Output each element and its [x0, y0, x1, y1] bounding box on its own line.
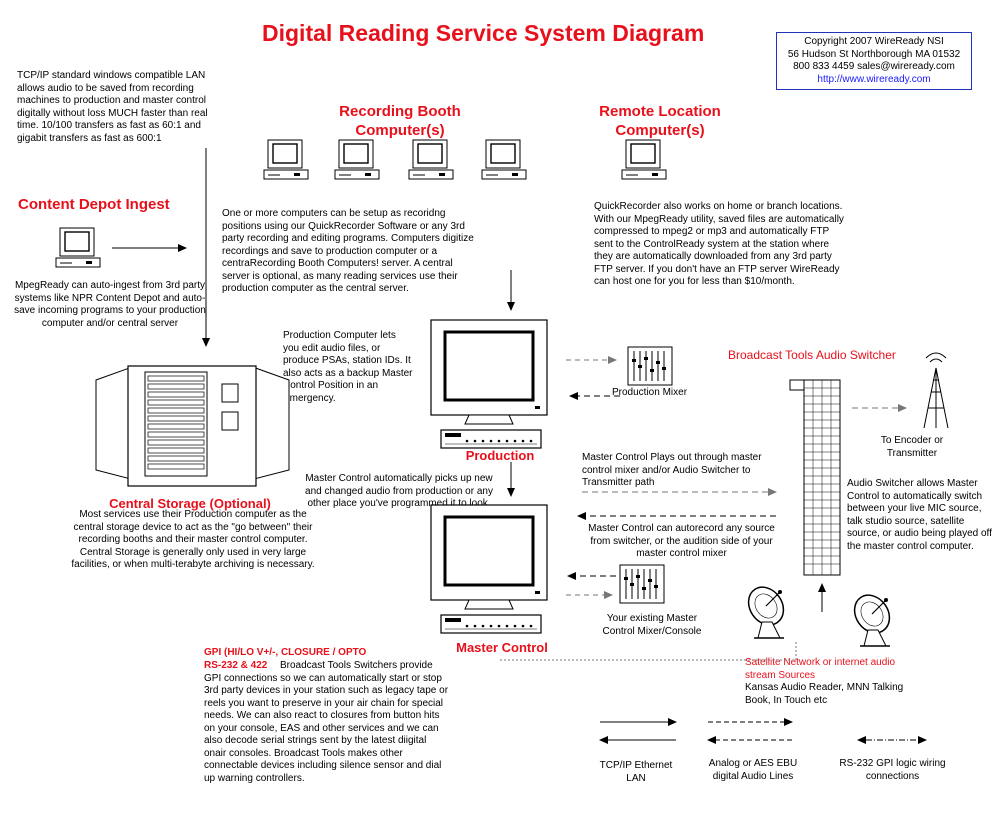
master-control-computer: [429, 503, 549, 635]
switcher-desc: Audio Switcher allows Master Control to …: [847, 478, 992, 552]
satellite-dish-2: [846, 587, 898, 647]
legend-rs232-label: RS-232 GPI logic wiring connections: [839, 758, 946, 782]
master-control-mixer: [619, 564, 665, 604]
gpi-desc: Broadcast Tools Switchers provide GPI co…: [204, 660, 449, 784]
production-mixer-label: Production Mixer: [612, 387, 688, 398]
legend-tcpip-lines: [599, 718, 677, 744]
master-mixer-label: Your existing Master Control Mixer/Conso…: [602, 613, 702, 637]
recording-booth-desc: One or more computers can be setup as re…: [222, 208, 474, 294]
content-depot-heading: Content Depot Ingest: [18, 196, 170, 213]
legend-analog-label: Analog or AES EBU digital Audio Lines: [708, 758, 798, 782]
gpi-heading-line2: RS-232 & 422: [204, 660, 268, 671]
production-desc: Production Computer lets you edit audio …: [283, 330, 413, 404]
switcher-heading: Broadcast Tools Audio Switcher: [728, 348, 896, 362]
website-link[interactable]: http://www.wireready.com: [817, 73, 931, 85]
remote-pc: [621, 139, 667, 180]
recording-pc-2: [334, 139, 380, 180]
transmitter-label: To Encoder or Transmitter: [880, 435, 944, 459]
contact-line: 800 833 4459 sales@wireready.com: [793, 61, 955, 72]
transmitter-tower: [923, 352, 949, 429]
autorecord-note: Master Control can autorecord any source…: [588, 523, 775, 559]
address-line: 56 Hudson St Northborough MA 01532: [787, 48, 961, 60]
legend-analog-lines: [707, 718, 793, 744]
recording-pc-4: [481, 139, 527, 180]
satellite-dish-1: [740, 579, 792, 639]
central-storage-cabinet: [95, 365, 290, 487]
production-label: Production: [465, 448, 535, 463]
page-title: Digital Reading Service System Diagram: [262, 20, 705, 46]
audio-switcher: [789, 379, 841, 576]
production-computer: [429, 318, 549, 450]
content-depot-desc: MpegReady can auto-ingest from 3rd party…: [14, 280, 206, 329]
central-storage-heading: Central Storage (Optional): [109, 496, 271, 511]
remote-location-desc: QuickRecorder also works on home or bran…: [594, 201, 844, 287]
recording-pc-1: [263, 139, 309, 180]
legend-tcpip-label: TCP/IP Ethernet LAN: [599, 760, 673, 784]
content-depot-pc: [55, 227, 101, 268]
gpi-heading-line1: GPI (HI/LO V+/-, CLOSURE / OPTO: [204, 647, 367, 658]
satellite-heading: Satellite Network or internet audio stre…: [745, 657, 896, 681]
copyright-line: Copyright 2007 WireReady NSI: [804, 36, 944, 47]
recording-pc-3: [408, 139, 454, 180]
master-control-desc: Master Control automatically picks up ne…: [305, 473, 493, 509]
production-mixer: [627, 346, 673, 386]
tcpip-note: TCP/IP standard windows compatible LAN a…: [17, 70, 208, 144]
copyright-box: Copyright 2007 WireReady NSI 56 Hudson S…: [776, 32, 972, 90]
satellite-desc: Kansas Audio Reader, MNN Talking Book, I…: [745, 682, 904, 706]
plays-out-note: Master Control Plays out through master …: [582, 452, 762, 488]
central-storage-desc: Most services use their Production compu…: [71, 509, 315, 570]
master-control-label: Master Control: [456, 640, 548, 655]
